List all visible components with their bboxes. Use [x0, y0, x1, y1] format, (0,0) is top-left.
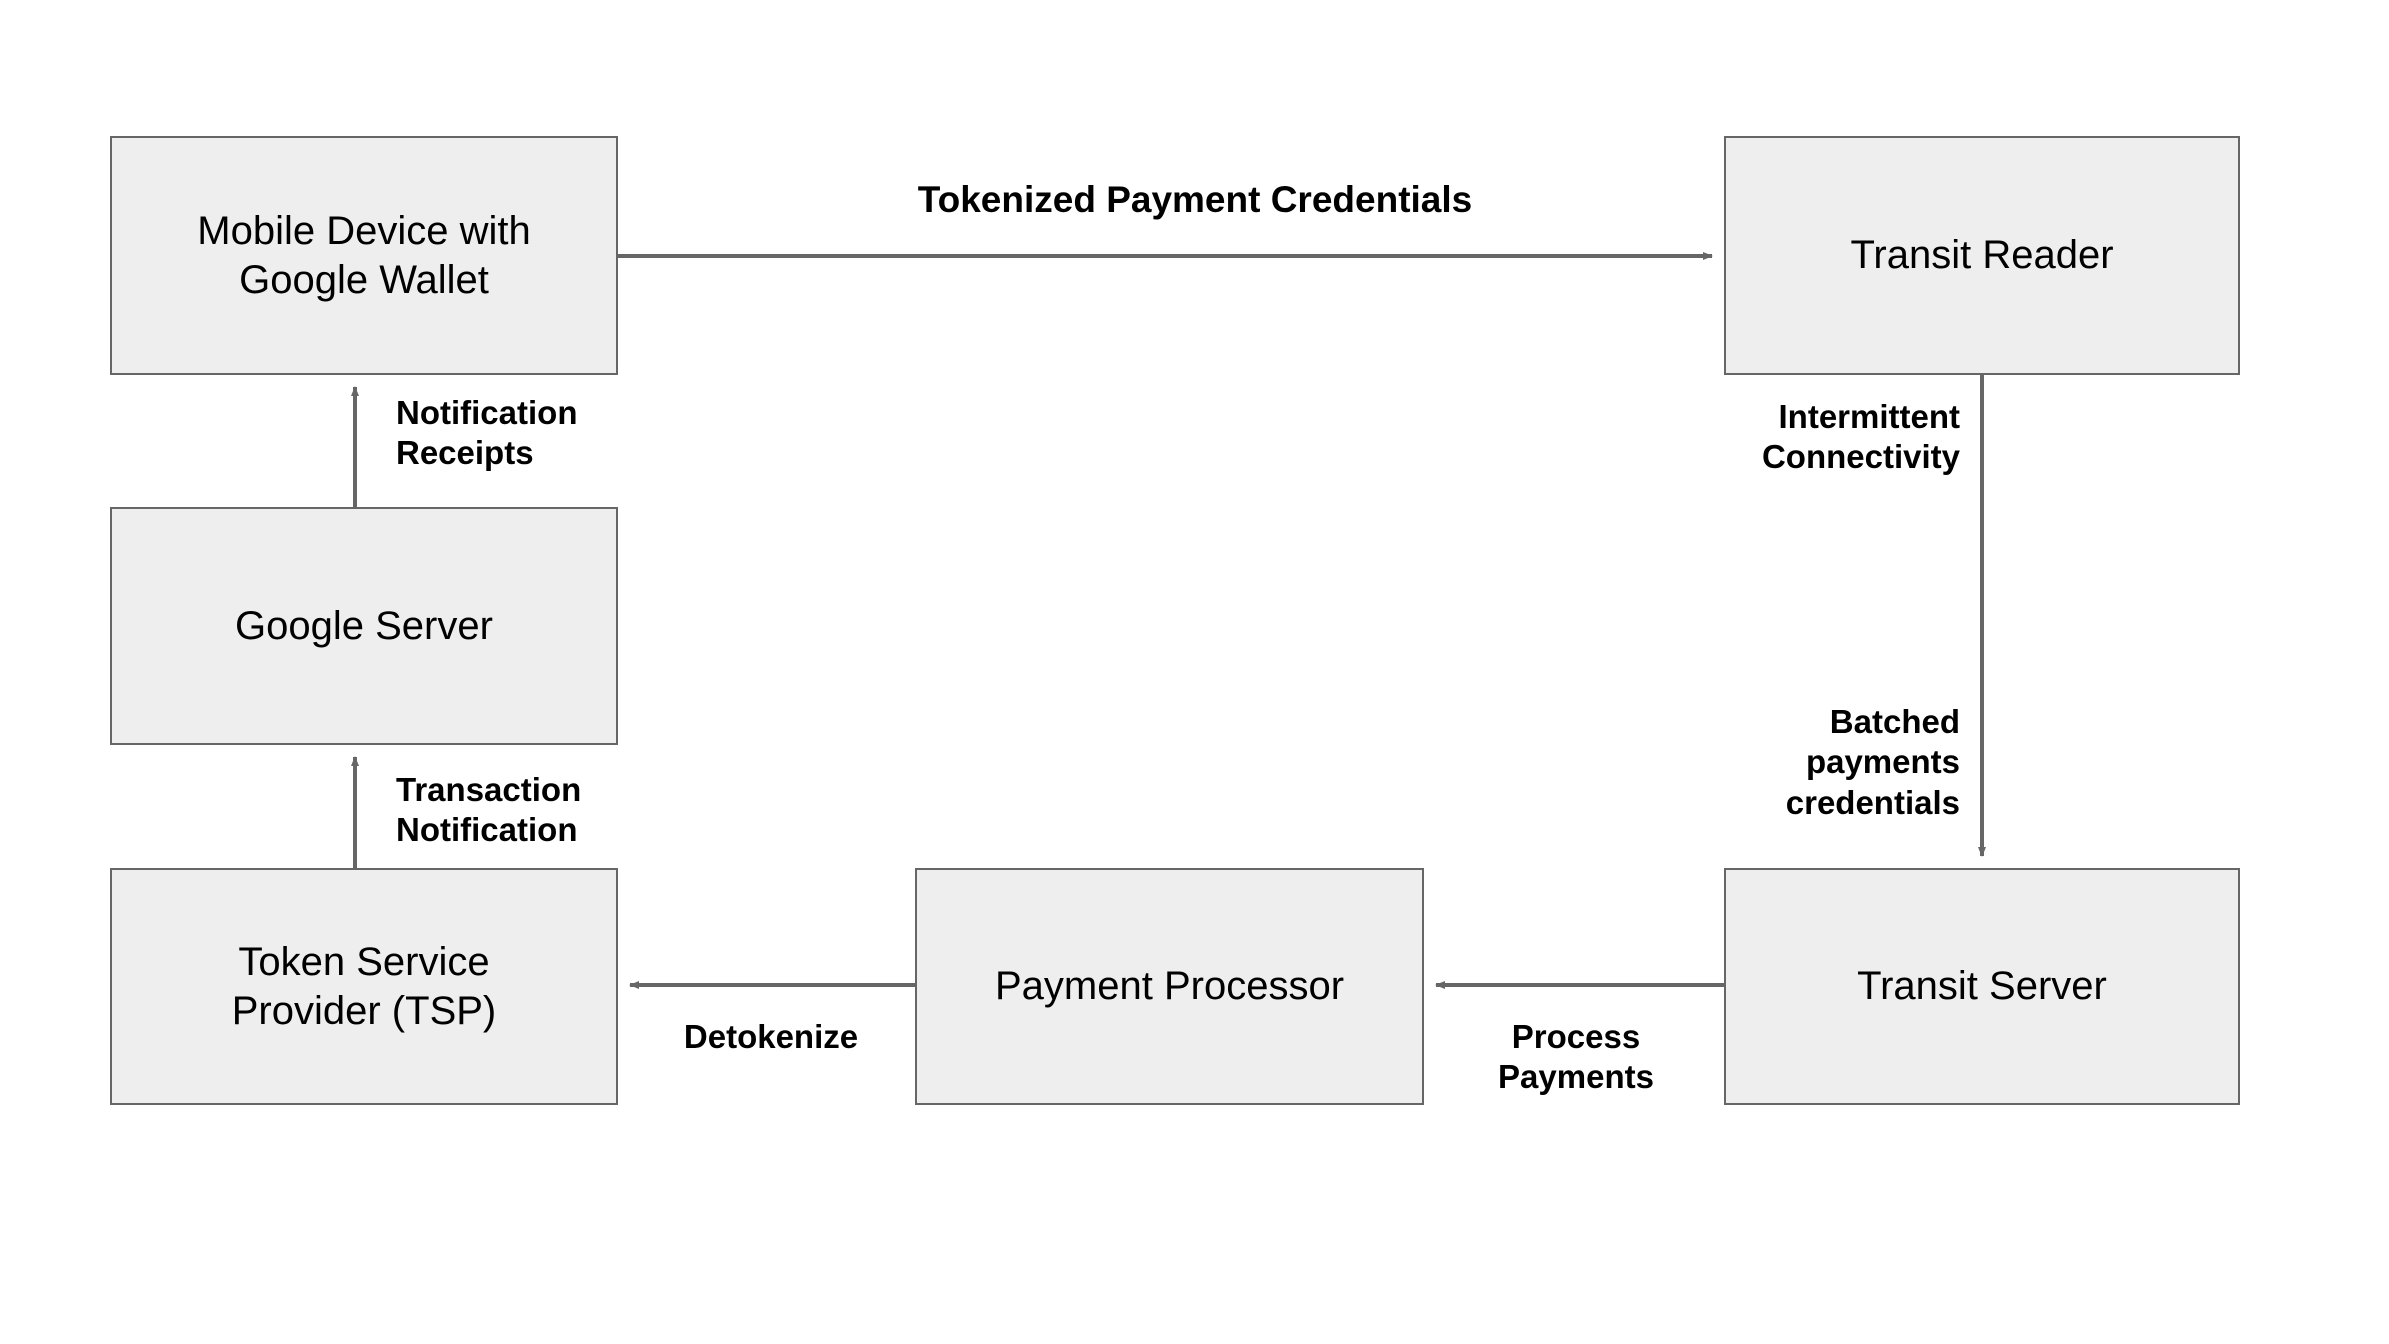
- node-token-service-provider[interactable]: Token Service Provider (TSP): [110, 868, 618, 1105]
- node-transit-server[interactable]: Transit Server: [1724, 868, 2240, 1105]
- node-google-server[interactable]: Google Server: [110, 507, 618, 745]
- edge-label-notification-receipts: Notification Receipts: [396, 394, 578, 472]
- node-mobile-device[interactable]: Mobile Device with Google Wallet: [110, 136, 618, 375]
- edge-label-tokenized-payment-credentials: Tokenized Payment Credentials: [917, 179, 1473, 220]
- edge-label-transaction-notification: Transaction Notification: [396, 771, 582, 849]
- edge-label-detokenize: Detokenize: [683, 1018, 859, 1055]
- node-transit-reader[interactable]: Transit Reader: [1724, 136, 2240, 375]
- edge-label-process-payments: Process Payments: [1498, 1018, 1654, 1096]
- edge-label-intermittent-connectivity: Intermittent Connectivity: [1761, 398, 1960, 476]
- edge-label-batched-payments-credentials: Batched payments credentials: [1785, 703, 1960, 821]
- node-payment-processor[interactable]: Payment Processor: [915, 868, 1424, 1105]
